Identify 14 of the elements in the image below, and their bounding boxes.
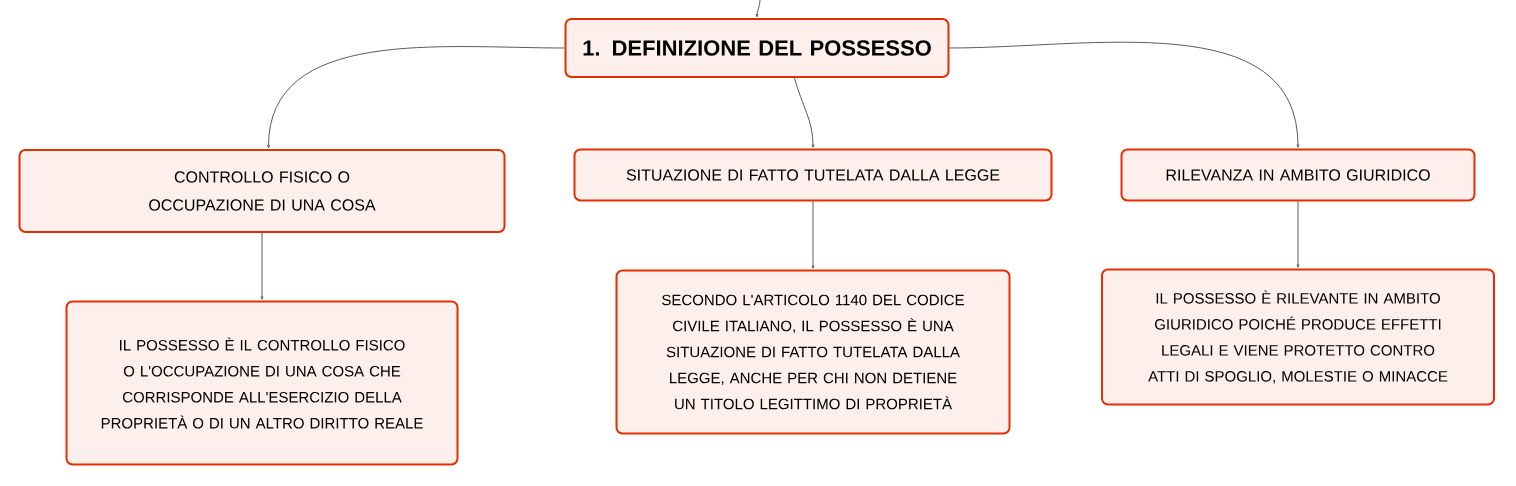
arrow	[949, 41, 1300, 148]
topic-box: SITUAZIONE DI FATTO TUTELATA DALLA LEGGE	[573, 148, 1053, 202]
root-box: 1. DEFINIZIONE DEL POSSESSO	[564, 18, 950, 78]
detail-box: IL POSSESSO È IL CONTROLLO FISICO O L'OCCUPAZIONE DI UNA COSA CHE CORRISPONDE ALL'ESERCIZIO DELLA PROPRIETÀ O DI UN ALTRO DIRITTO REALE	[65, 300, 459, 466]
arrow	[811, 201, 815, 269]
arrow	[755, 0, 761, 18]
arrow	[1296, 201, 1300, 268]
detail-box: IL POSSESSO È RILEVANTE IN AMBITO GIURIDICO POICHÉ PRODUCE EFFETTI LEGALI E VIENE PROTETTO CONTRO ATTI DI SPOGLIO, MOLESTIE O MINACCE	[1101, 268, 1495, 406]
detail-box: SECONDO L'ARTICOLO 1140 DEL CODICE CIVILE ITALIANO, IL POSSESSO È UNA SITUAZIONE DI FATTO TUTELATA DALLA LEGGE, ANCHE PER CHI NON DETIENE UN TITOLO LEGITTIMO DI PROPRIETÀ	[615, 269, 1011, 435]
arrow	[794, 77, 815, 148]
topic-box: RILEVANZA IN AMBITO GIURIDICO	[1120, 148, 1476, 202]
arrow	[267, 46, 565, 149]
topic-box: CONTROLLO FISICO O OCCUPAZIONE DI UNA COSA	[18, 149, 506, 233]
arrow	[260, 232, 264, 300]
